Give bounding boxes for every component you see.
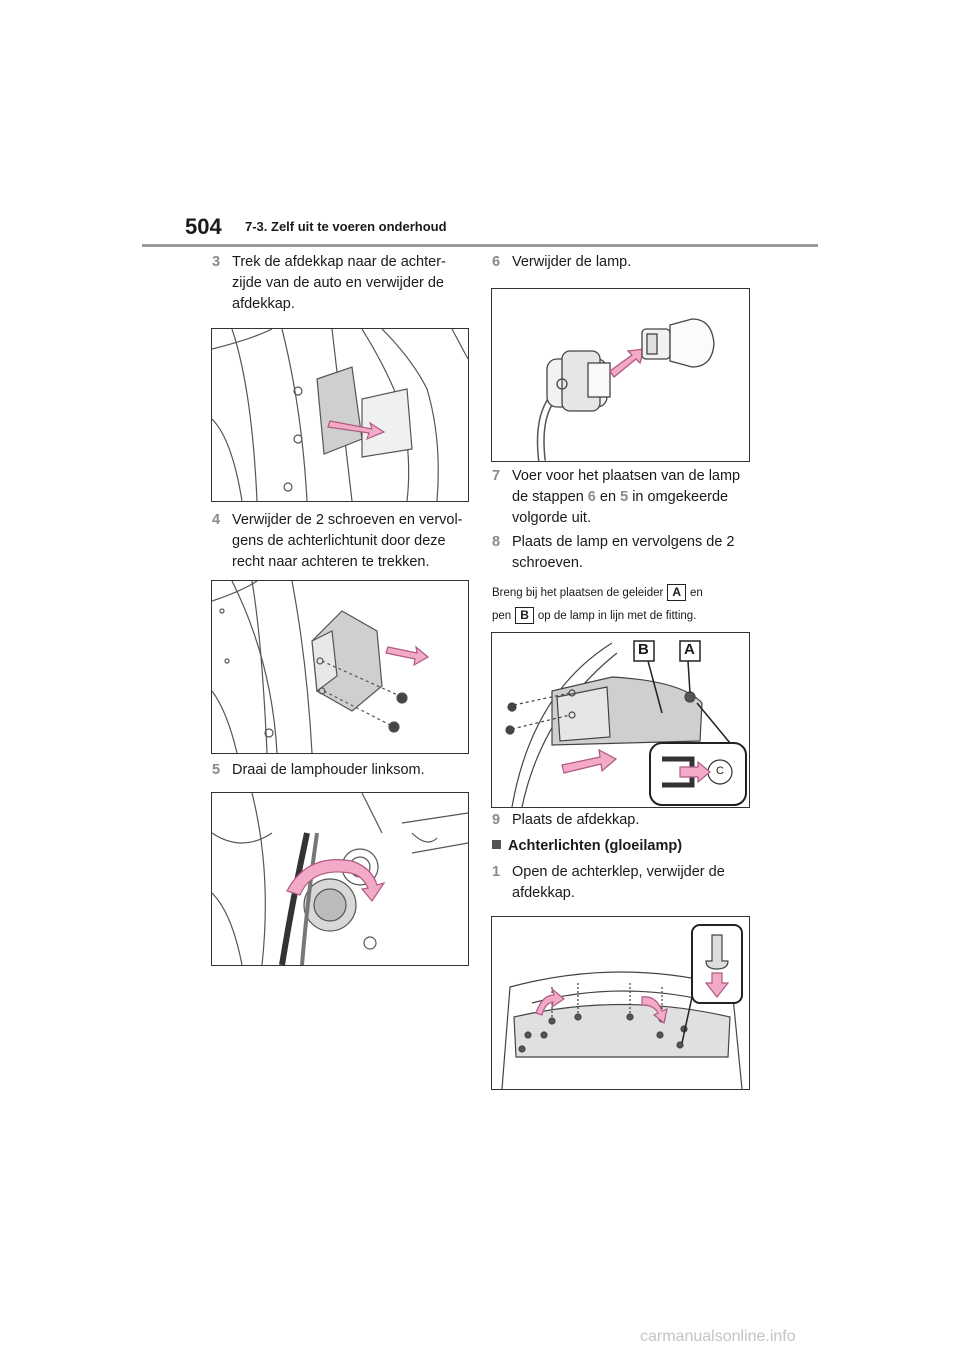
step-number: 5 — [212, 762, 221, 778]
step-text: Plaats de lamp en vervolgens de 2 schroe… — [512, 534, 735, 571]
step-number: 4 — [212, 512, 221, 528]
rotate-arrow-icon — [286, 859, 386, 903]
figure-rotate-holder — [211, 792, 469, 966]
step-9: 9 Plaats de afdekkap. — [492, 810, 748, 831]
step-text: Open de achterklep, verwijder de afdekka… — [512, 864, 725, 901]
rotate-arrow-icon — [641, 996, 668, 1025]
label-b-badge: B — [515, 607, 534, 624]
rotate-arrow-icon — [535, 987, 566, 1016]
page-number: 504 — [185, 214, 222, 239]
step-number: 7 — [492, 468, 501, 484]
figure-remove-cover — [211, 328, 469, 502]
label-c: C — [716, 765, 724, 777]
step-reference: 6 — [587, 489, 596, 505]
step-text: Voer voor het plaatsen van de lamp de st… — [512, 468, 741, 526]
step-reference: 5 — [620, 489, 629, 505]
step-8: 8 Plaats de lamp en vervolgens de 2 schr… — [492, 532, 748, 574]
step-1: 1 Open de achterklep, verwijder de afdek… — [492, 862, 748, 904]
pull-arrow-icon — [327, 420, 386, 441]
step-3: 3 Trek de afdekkap naar de achter-zijde … — [212, 252, 467, 315]
watermark: carmanualsonline.info — [640, 1328, 796, 1345]
figure-remove-screws — [211, 580, 469, 754]
step-7: 7 Voer voor het plaatsen van de lamp de … — [492, 466, 748, 529]
figure-open-tailgate — [491, 916, 750, 1090]
step-text: Verwijder de 2 schroeven en vervol-gens … — [232, 512, 463, 570]
step-text: Verwijder de lamp. — [512, 254, 632, 270]
label-b: B — [638, 641, 649, 658]
header-rule — [142, 244, 818, 247]
step-number: 9 — [492, 812, 501, 828]
step-number: 8 — [492, 534, 501, 550]
insert-arrow-icon — [679, 760, 711, 784]
step-number: 6 — [492, 254, 501, 270]
pull-arrow-icon — [609, 348, 645, 378]
pull-arrow-icon — [385, 645, 430, 667]
step-6: 6 Verwijder de lamp. — [492, 252, 748, 273]
step-number: 1 — [492, 864, 501, 880]
step-5: 5 Draai de lamphouder linksom. — [212, 760, 467, 781]
figure-remove-bulb — [491, 288, 750, 462]
step-number: 3 — [212, 254, 221, 270]
insert-arrow-icon — [561, 748, 618, 774]
down-arrow-icon — [704, 972, 730, 998]
figure-align-bulb: B A C — [491, 632, 750, 808]
section-title: 7-3. Zelf uit te voeren onderhoud — [245, 219, 447, 234]
step-text: Trek de afdekkap naar de achter-zijde va… — [232, 254, 446, 312]
label-a-badge: A — [667, 584, 687, 601]
step-4: 4 Verwijder de 2 schroeven en vervol-gen… — [212, 510, 467, 573]
step-text: Plaats de afdekkap. — [512, 812, 640, 828]
bullet-square-icon — [492, 840, 501, 849]
step-text: Draai de lamphouder linksom. — [232, 762, 425, 778]
label-a: A — [684, 641, 695, 658]
section-heading: Achterlichten (gloeilamp) — [492, 838, 682, 854]
